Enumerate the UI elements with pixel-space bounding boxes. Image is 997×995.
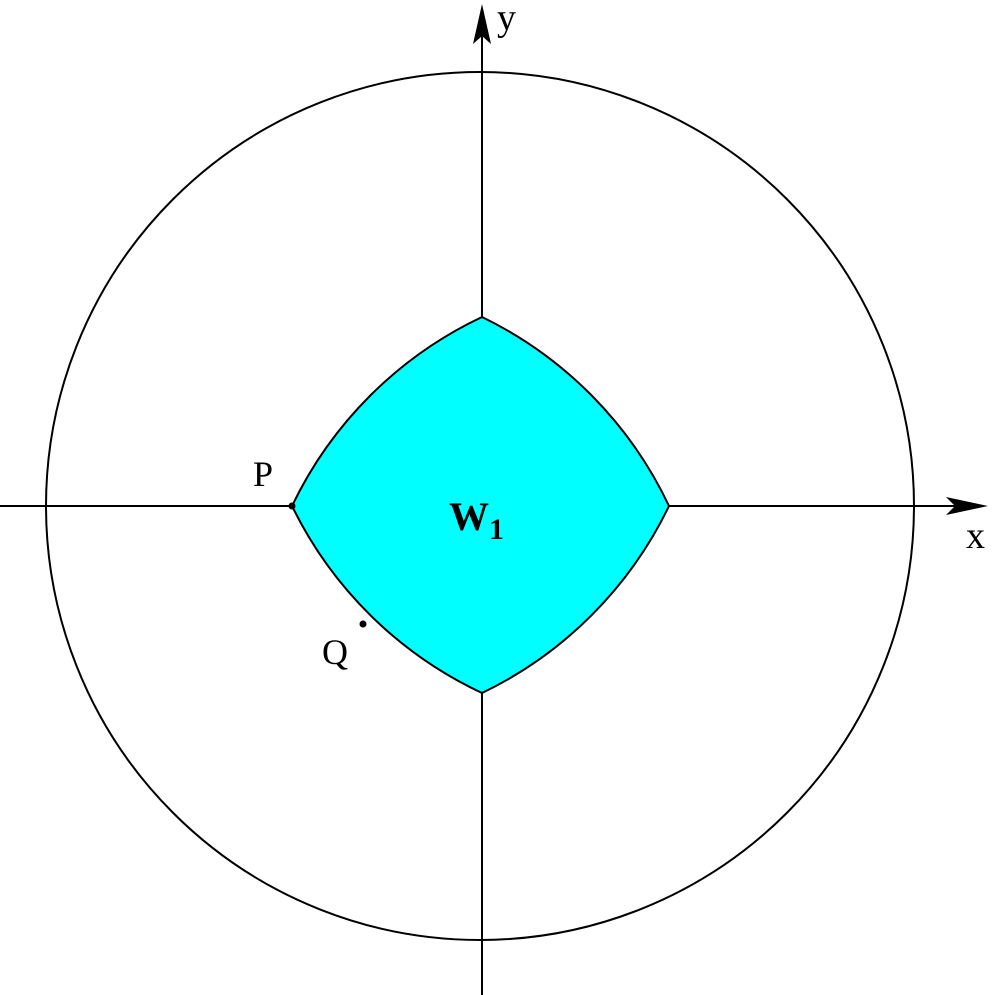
- region-w1-subscript: 1: [489, 513, 504, 546]
- point-p-dot: [288, 502, 296, 510]
- point-p-label: P: [253, 454, 273, 494]
- region-w1-letter: W: [449, 494, 489, 539]
- point-q-dot: [359, 620, 367, 628]
- y-axis-arrow: [473, 4, 491, 44]
- x-axis-label: x: [966, 515, 985, 557]
- x-axis-arrow: [946, 497, 988, 515]
- region-w1-label: W1: [449, 494, 504, 546]
- point-q-label: Q: [322, 632, 348, 672]
- y-axis-label: y: [497, 0, 516, 39]
